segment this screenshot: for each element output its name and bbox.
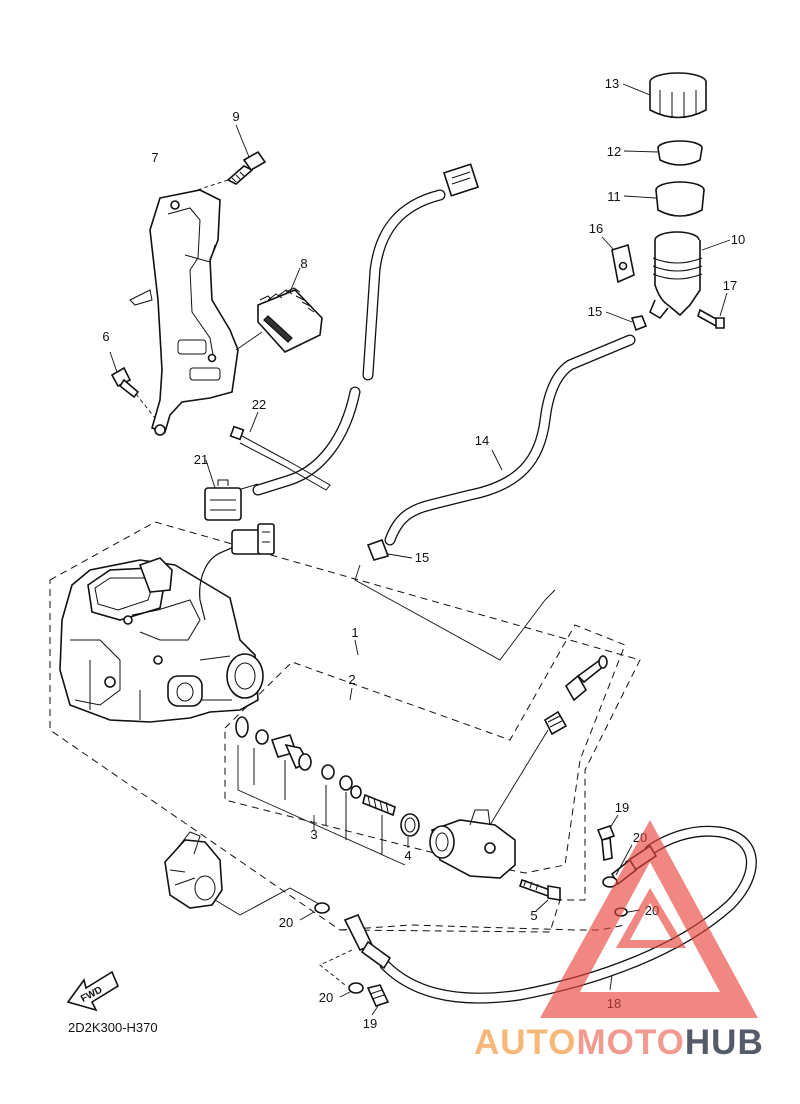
assembly-outline-1	[49, 521, 641, 933]
bolt-6	[109, 351, 156, 419]
bolt-19-bottom	[319, 949, 390, 1016]
callout-16: 16	[589, 221, 603, 236]
callout-12: 12	[607, 144, 621, 159]
callout-6: 6	[102, 329, 109, 344]
lead-21	[205, 459, 216, 489]
clip-15-lower	[366, 538, 413, 561]
callout-20-bottom: 20	[319, 990, 333, 1005]
cap-13	[622, 72, 707, 119]
callout-19-bottom: 19	[363, 1016, 377, 1031]
callout-20-left: 20	[279, 915, 293, 930]
watermark-moto: MOTO	[577, 1023, 685, 1062]
diagram-code: 2D2K300-H370	[68, 1020, 158, 1035]
fwd-arrow-icon: FWD	[66, 970, 120, 1012]
callout-11: 11	[607, 189, 621, 204]
plate-11	[623, 181, 705, 217]
watermark-text: AUTOMOTOHUB	[474, 1023, 764, 1062]
regulator-8	[235, 267, 323, 353]
callout-5: 5	[530, 908, 537, 923]
callout-17: 17	[723, 278, 737, 293]
assembly-outline-hose	[339, 924, 626, 931]
lead-1	[354, 639, 359, 656]
reservoir-10	[648, 231, 731, 320]
watermark-logo	[540, 820, 758, 1018]
hose-14	[384, 334, 636, 546]
bolt-19-right	[596, 814, 619, 862]
callout-4: 4	[404, 848, 411, 863]
callout-21: 21	[194, 452, 208, 467]
callout-14: 14	[475, 433, 489, 448]
callout-7: 7	[151, 150, 158, 165]
bracket-16	[601, 236, 635, 284]
callout-19-right: 19	[615, 800, 629, 815]
callout-9: 9	[232, 109, 239, 124]
washer-20-lower-left	[299, 902, 330, 921]
callout-1: 1	[351, 625, 358, 640]
slave-cylinder	[429, 729, 549, 879]
callout-10: 10	[731, 232, 745, 247]
motor-wire	[199, 523, 275, 621]
bleeder-valve	[543, 710, 568, 736]
callout-15-upper: 15	[588, 304, 602, 319]
washer-20-bottom	[339, 982, 364, 998]
master-unit-1	[59, 557, 264, 723]
watermark-auto: AUTO	[474, 1023, 577, 1062]
screw-17	[697, 292, 728, 329]
bracket-7	[129, 189, 239, 436]
washer-20-right-upper	[602, 844, 633, 888]
callout-22: 22	[252, 397, 266, 412]
watermark-triangle-icon	[540, 820, 758, 1018]
diaphragm-12	[623, 140, 703, 166]
callout-2: 2	[348, 672, 355, 687]
bleeder-nipple	[564, 655, 608, 702]
lead-hose-to-master	[354, 564, 556, 661]
crankcase-fitting	[164, 831, 331, 916]
watermark-hub: HUB	[685, 1023, 764, 1062]
callout-13: 13	[605, 76, 619, 91]
wire-harness	[204, 163, 480, 521]
clip-15-upper	[605, 311, 648, 332]
bolt-9	[187, 124, 267, 194]
cable-tie-22	[229, 411, 331, 491]
bolt-5	[518, 878, 561, 912]
callout-8: 8	[300, 256, 307, 271]
piston-kit-2	[235, 687, 420, 866]
callout-15-lower: 15	[415, 550, 429, 565]
callout-3: 3	[310, 827, 317, 842]
